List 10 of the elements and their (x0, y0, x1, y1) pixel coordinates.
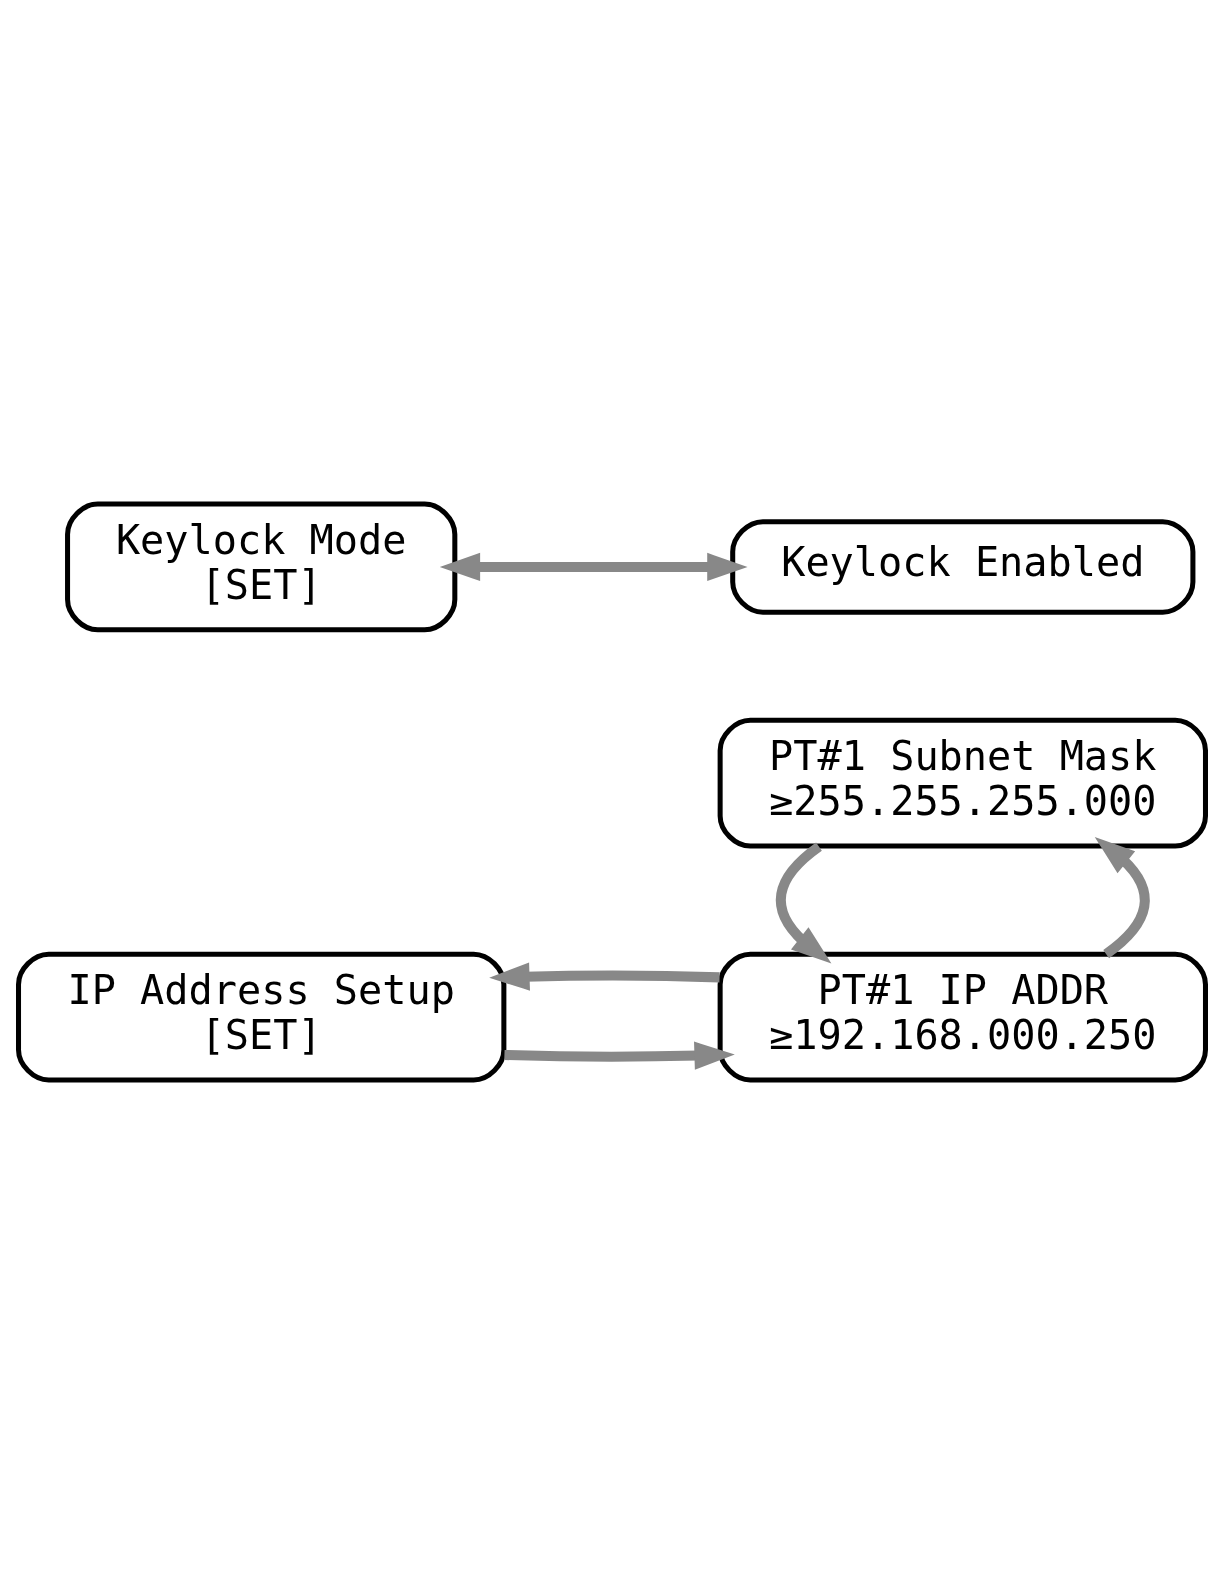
arrow (439, 552, 748, 582)
arrow (1094, 837, 1150, 959)
node-box: IP Address Setup [SET] (16, 951, 507, 1083)
arrow (775, 842, 832, 964)
node-box: PT#1 IP ADDR ≥192.168.000.250 (717, 951, 1208, 1083)
node-box: Keylock Mode [SET] (65, 501, 458, 633)
arrow (489, 962, 720, 991)
arrow (504, 1041, 735, 1070)
node-box: PT#1 Subnet Mask ≥255.255.255.000 (717, 717, 1208, 849)
node-box: Keylock Enabled (730, 519, 1196, 615)
